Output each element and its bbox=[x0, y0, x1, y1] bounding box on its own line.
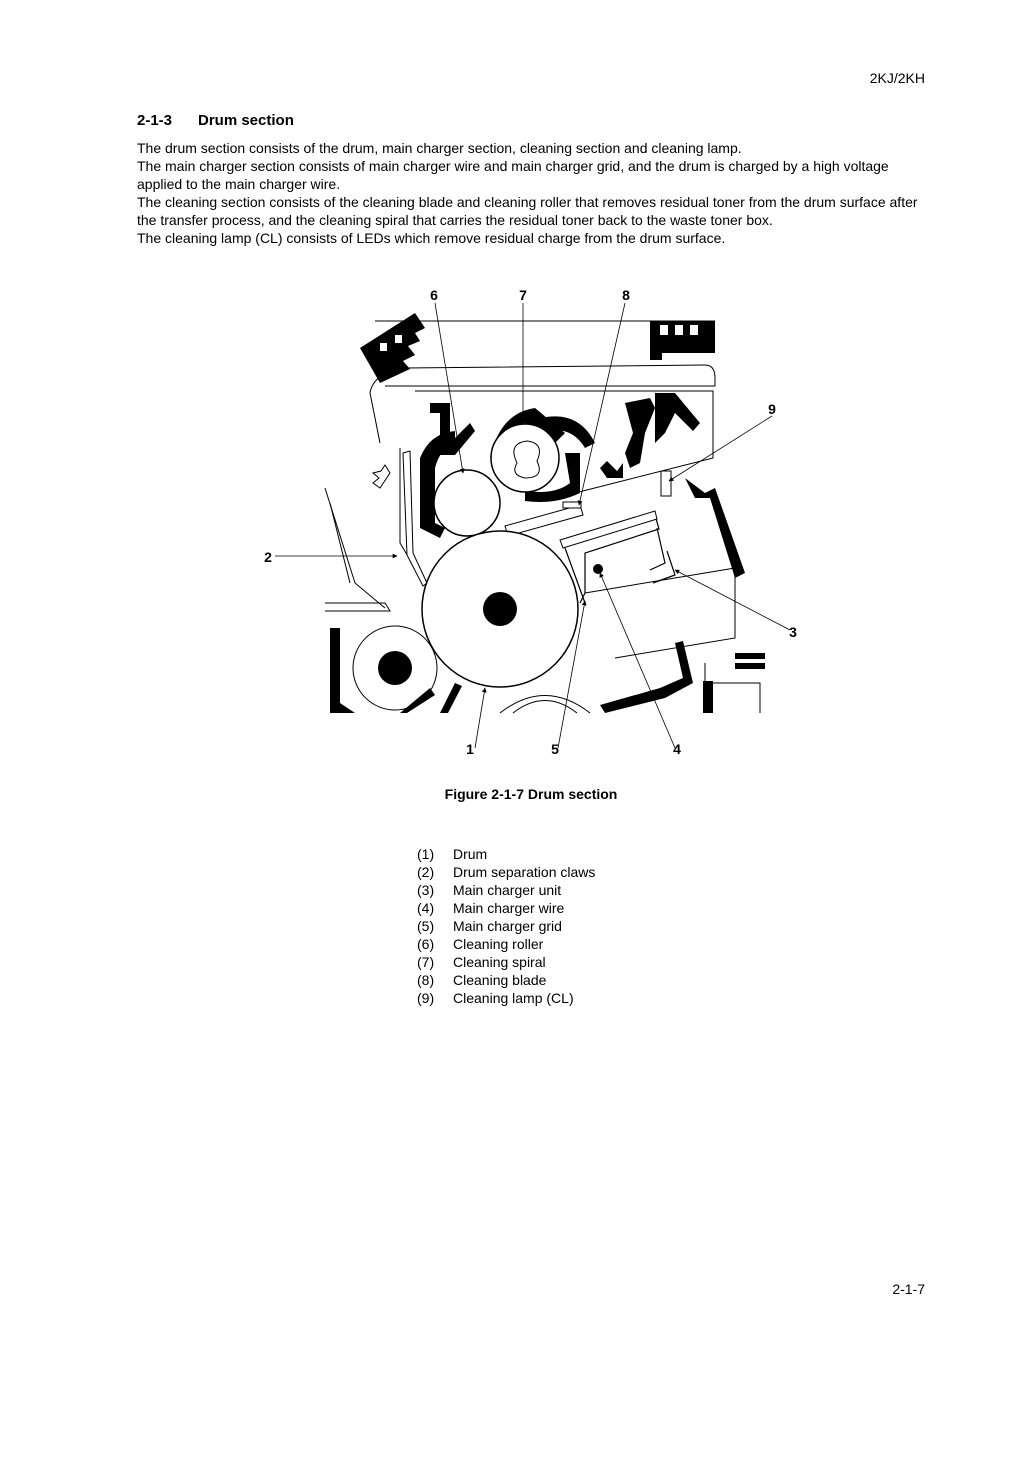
callout-2: 2 bbox=[264, 549, 272, 565]
drum-section-diagram: 6 7 8 9 2 3 1 5 4 bbox=[264, 287, 797, 757]
cleaning-roller bbox=[433, 469, 501, 537]
callout-5: 5 bbox=[551, 741, 559, 757]
legend-index: (8) bbox=[417, 972, 435, 988]
paragraph: The cleaning lamp (CL) consists of LEDs … bbox=[137, 230, 726, 246]
legend-row: (6) Cleaning roller bbox=[417, 935, 595, 953]
legend-index: (3) bbox=[417, 882, 435, 898]
legend-index: (6) bbox=[417, 936, 435, 952]
legend-row: (1) Drum bbox=[417, 845, 595, 863]
lower-right-structures bbox=[600, 641, 765, 713]
paragraph: The main charger section consists of mai… bbox=[137, 158, 889, 192]
section-number: 2-1-3 bbox=[137, 112, 173, 129]
lower-left-roller bbox=[330, 625, 462, 713]
leader-lines bbox=[275, 302, 791, 749]
legend-label: Drum bbox=[453, 846, 488, 862]
paragraph: The cleaning section consists of the cle… bbox=[137, 194, 918, 228]
legend-label: Cleaning spiral bbox=[453, 954, 546, 970]
legend-row: (8) Cleaning blade bbox=[417, 971, 595, 989]
legend-label: Drum separation claws bbox=[453, 864, 596, 880]
legend-index: (7) bbox=[417, 954, 435, 970]
figure-caption: Figure 2-1-7 Drum section bbox=[444, 786, 618, 802]
cleaning-spiral bbox=[490, 423, 560, 493]
main-charger-wire bbox=[593, 564, 603, 574]
parts-legend: (1) Drum (2) Drum separation claws (3) Main… bbox=[417, 845, 595, 1007]
header-code: 2KJ/2KH bbox=[869, 70, 925, 86]
callout-6: 6 bbox=[430, 287, 438, 303]
callout-7: 7 bbox=[519, 287, 527, 303]
legend-row: (4) Main charger wire bbox=[417, 899, 595, 917]
legend-index: (4) bbox=[417, 900, 435, 916]
legend-label: Main charger unit bbox=[453, 882, 562, 898]
legend-index: (5) bbox=[417, 918, 435, 934]
legend-label: Cleaning lamp (CL) bbox=[453, 990, 574, 1006]
legend-row: (5) Main charger grid bbox=[417, 917, 595, 935]
legend-label: Main charger wire bbox=[453, 900, 565, 916]
legend-index: (9) bbox=[417, 990, 435, 1006]
legend-row: (7) Cleaning spiral bbox=[417, 953, 595, 971]
callout-1: 1 bbox=[466, 741, 474, 757]
legend-index: (1) bbox=[417, 846, 435, 862]
legend-index: (2) bbox=[417, 864, 435, 880]
legend-label: Main charger grid bbox=[453, 918, 562, 934]
drum-section-figure: 6 7 8 9 2 3 1 5 4 bbox=[255, 283, 805, 763]
page-number: 2-1-7 bbox=[892, 1281, 925, 1297]
cleaning-blade bbox=[504, 504, 584, 537]
body-text: The drum section consists of the drum, m… bbox=[137, 139, 937, 247]
callout-4: 4 bbox=[673, 741, 681, 757]
callout-3: 3 bbox=[789, 624, 797, 640]
legend-row: (2) Drum separation claws bbox=[417, 863, 595, 881]
section-title: Drum section bbox=[198, 112, 294, 129]
cleaning-lamp bbox=[660, 470, 672, 497]
callout-8: 8 bbox=[622, 287, 630, 303]
legend-row: (3) Main charger unit bbox=[417, 881, 595, 899]
cleaning-housing bbox=[420, 393, 745, 578]
callout-labels: 6 7 8 9 2 3 1 5 4 bbox=[264, 287, 797, 757]
gear-blocks bbox=[360, 313, 715, 383]
section-heading: 2-1-3 Drum section bbox=[137, 112, 294, 129]
legend-row: (9) Cleaning lamp (CL) bbox=[417, 989, 595, 1007]
paragraph: The drum section consists of the drum, m… bbox=[137, 140, 742, 156]
callout-9: 9 bbox=[768, 401, 776, 417]
legend-label: Cleaning blade bbox=[453, 972, 547, 988]
legend-label: Cleaning roller bbox=[453, 936, 544, 952]
